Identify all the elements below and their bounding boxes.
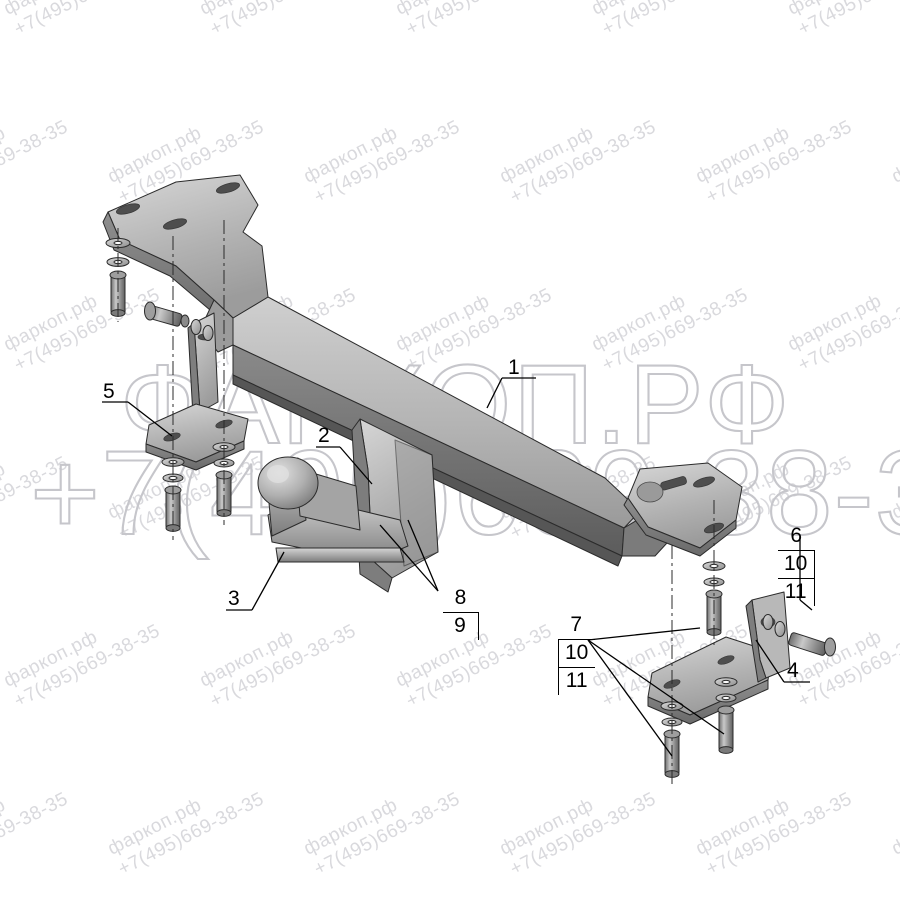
- callout-6: 6: [778, 523, 816, 551]
- fastener-stack-lower-b: [714, 677, 738, 754]
- callout-7-10-11: 7 10 11: [558, 612, 596, 695]
- callout-3: 3: [228, 587, 240, 610]
- callout-5: 5: [103, 380, 115, 403]
- center-lines: [117, 220, 715, 786]
- callout-11-lower: 11: [558, 668, 595, 695]
- fastener-side-bolt-right: [762, 614, 836, 657]
- callout-10-lower: 10: [558, 640, 596, 668]
- callout-8-9: 8 9: [443, 585, 479, 640]
- fastener-stack-upper-left: [105, 237, 131, 317]
- leader-lines: [102, 377, 813, 757]
- callout-1: 1: [508, 356, 520, 379]
- callout-9: 9: [443, 613, 479, 640]
- callout-7: 7: [558, 612, 596, 640]
- part-flat-strap-bracket-left: [145, 403, 249, 471]
- callout-2: 2: [318, 424, 330, 447]
- part-tow-ball-hook: [257, 456, 409, 563]
- callout-6-10-11: 6 10 11: [778, 523, 816, 606]
- callout-8: 8: [443, 585, 479, 613]
- fastener-stack-right-plate: [702, 561, 726, 636]
- callout-11-right: 11: [778, 579, 816, 606]
- callout-10-right: 10: [778, 551, 816, 579]
- callout-4: 4: [787, 659, 799, 682]
